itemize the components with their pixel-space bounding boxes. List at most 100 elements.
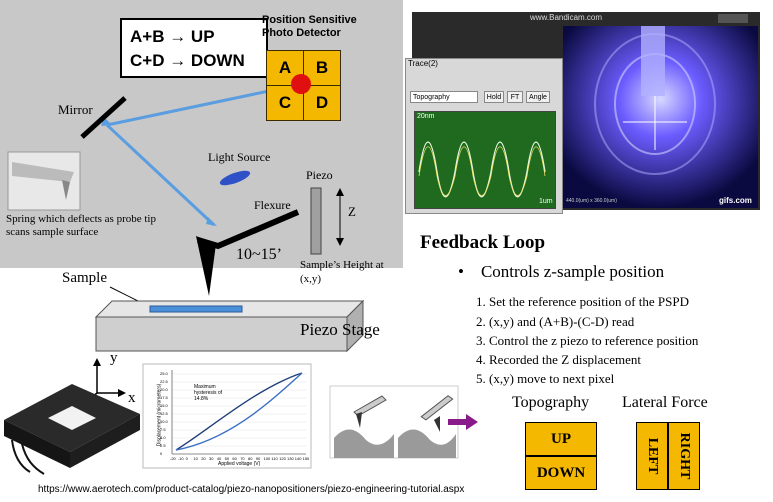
trace-plot-bottom-label: 1um	[539, 198, 553, 205]
stage-photo-side	[70, 414, 140, 468]
hysteresis-xlabel: Applied voltage (V)	[218, 461, 261, 467]
piezo-actuator	[310, 187, 322, 255]
z-label: Z	[348, 204, 356, 219]
spring-photo-tip	[62, 180, 70, 200]
hysteresis-x-tick: 80	[248, 456, 253, 461]
hysteresis-y-tick: 25.0	[160, 371, 168, 376]
angle-label: 10~15’	[236, 246, 282, 263]
hysteresis-x-tick: 110	[271, 456, 278, 461]
trace-signal	[418, 141, 546, 198]
laser-spot	[291, 74, 311, 94]
lateral-right-box: RIGHT	[668, 422, 700, 490]
hysteresis-y-tick: 20.0	[160, 387, 168, 392]
camera-view: 440.0(um) x 360.0(um) gifs.com	[563, 26, 758, 208]
hysteresis-x-tick: 150	[302, 456, 310, 461]
lateral-left-text: LEFT	[645, 437, 660, 475]
hysteresis-x-tick: -10	[177, 456, 184, 461]
hysteresis-x-tick: 130	[287, 456, 294, 461]
stage-photo-front	[4, 420, 70, 468]
source-url: https://www.aerotech.com/product-catalog…	[38, 484, 465, 495]
topography-dropdown[interactable]: Topography	[410, 91, 478, 103]
spring-label: Spring which deflects as probe tip scans…	[6, 213, 156, 238]
tip-surface-1	[334, 429, 394, 458]
lateral-motion-arrowhead	[466, 414, 478, 430]
feedback-step-1: 1. Set the reference position of the PSP…	[476, 294, 690, 309]
lateral-right-text: RIGHT	[677, 432, 692, 480]
hysteresis-x-tick: 10	[193, 456, 198, 461]
laser-arrowhead-cantilever	[206, 217, 217, 226]
flexure-label: Flexure	[254, 198, 291, 212]
tip-cantilever-2	[420, 395, 454, 421]
sample-strip	[149, 305, 243, 313]
piezo-stage-front	[95, 316, 348, 352]
hysteresis-y-tick: 12.5	[160, 411, 168, 416]
hysteresis-x-tick: 50	[224, 456, 230, 461]
topography-title: Topography	[512, 394, 590, 411]
mirror	[80, 96, 127, 139]
z-arrow-down	[336, 238, 344, 246]
camera-image	[563, 26, 758, 208]
mirror-label: Mirror	[58, 102, 93, 117]
trace-window: Trace(2) Topography Hold FT Angle 20nm 1…	[405, 58, 563, 214]
laser-beam-reflected	[106, 85, 289, 127]
hysteresis-x-tick: 90	[255, 456, 261, 461]
hysteresis-x-tick: -20	[170, 456, 176, 461]
ft-button[interactable]: FT	[507, 91, 523, 103]
y-axis-arrowhead	[93, 358, 101, 366]
probe-tip	[196, 236, 216, 296]
hysteresis-x-tick: 60	[232, 456, 237, 461]
hysteresis-x-tick: 0	[185, 456, 188, 461]
hysteresis-y-tick: 15.0	[160, 403, 168, 408]
piezo-label: Piezo	[306, 168, 333, 182]
gifs-watermark: gifs.com	[719, 196, 752, 205]
hysteresis-x-tick: 120	[279, 456, 286, 461]
light-source-label: Light Source	[208, 150, 271, 164]
hysteresis-y-tick: 7.5	[160, 427, 166, 432]
hysteresis-x-tick: 100	[263, 456, 271, 461]
tip-1	[356, 412, 362, 428]
feedback-step-2: 2. (x,y) and (A+B)-(C-D) read	[476, 314, 635, 329]
tip-surface-2	[398, 429, 456, 458]
laser-beam-incident	[105, 123, 216, 227]
camera-scale-label: 440.0(um) x 360.0(um)	[566, 198, 617, 204]
formula-up: A+B → UP	[130, 27, 215, 46]
stage-cable-2	[21, 443, 45, 475]
pspd-quadrant-c: C	[266, 85, 304, 121]
sample-height-label: Sample’s Height at (x,y)	[300, 259, 384, 285]
spring-photo-cantilever	[12, 162, 74, 182]
hysteresis-y-tick: 10.0	[160, 419, 168, 424]
topography-down-box: DOWN	[525, 456, 597, 490]
hysteresis-x-tick: 40	[216, 456, 222, 461]
hysteresis-x-tick: 70	[240, 456, 245, 461]
hold-button[interactable]: Hold	[484, 91, 504, 103]
feedback-loop-title: Feedback Loop	[420, 232, 546, 253]
stage-cable-1	[11, 439, 31, 473]
formula-down: C+D → DOWN	[130, 51, 245, 70]
y-axis-label: y	[110, 350, 118, 366]
hysteresis-curve-upper	[175, 372, 303, 451]
topography-up-box: UP	[525, 422, 597, 456]
hysteresis-y-tick: 17.5	[160, 395, 168, 400]
angle-button[interactable]: Angle	[526, 91, 550, 103]
hysteresis-y-tick: 2.5	[160, 443, 166, 448]
lateral-motion-arrow	[448, 419, 468, 425]
feedback-step-5: 5. (x,y) move to next pixel	[476, 371, 615, 386]
x-axis-label: x	[128, 390, 136, 406]
formula-box: A+B → UP C+D → DOWN	[120, 18, 268, 78]
lateral-left-box: LEFT	[636, 422, 668, 490]
hysteresis-y-tick: 0	[160, 451, 163, 456]
bandicam-watermark: www.Bandicam.com	[530, 13, 603, 22]
trace-plot-top-label: 20nm	[417, 113, 435, 120]
feedback-step-4: 4. Recorded the Z displacement	[476, 352, 641, 367]
window-controls[interactable]	[718, 14, 748, 23]
pspd-quadrant-d: D	[303, 85, 341, 121]
x-axis-arrowhead	[118, 389, 126, 397]
tip-2	[434, 416, 440, 432]
stage-photo-aperture	[48, 406, 96, 430]
sample-label: Sample	[62, 270, 107, 286]
trace-title: Trace(2)	[408, 59, 438, 68]
light-source	[219, 170, 251, 186]
hysteresis-x-tick: 20	[201, 456, 206, 461]
z-arrow-up	[336, 188, 344, 196]
